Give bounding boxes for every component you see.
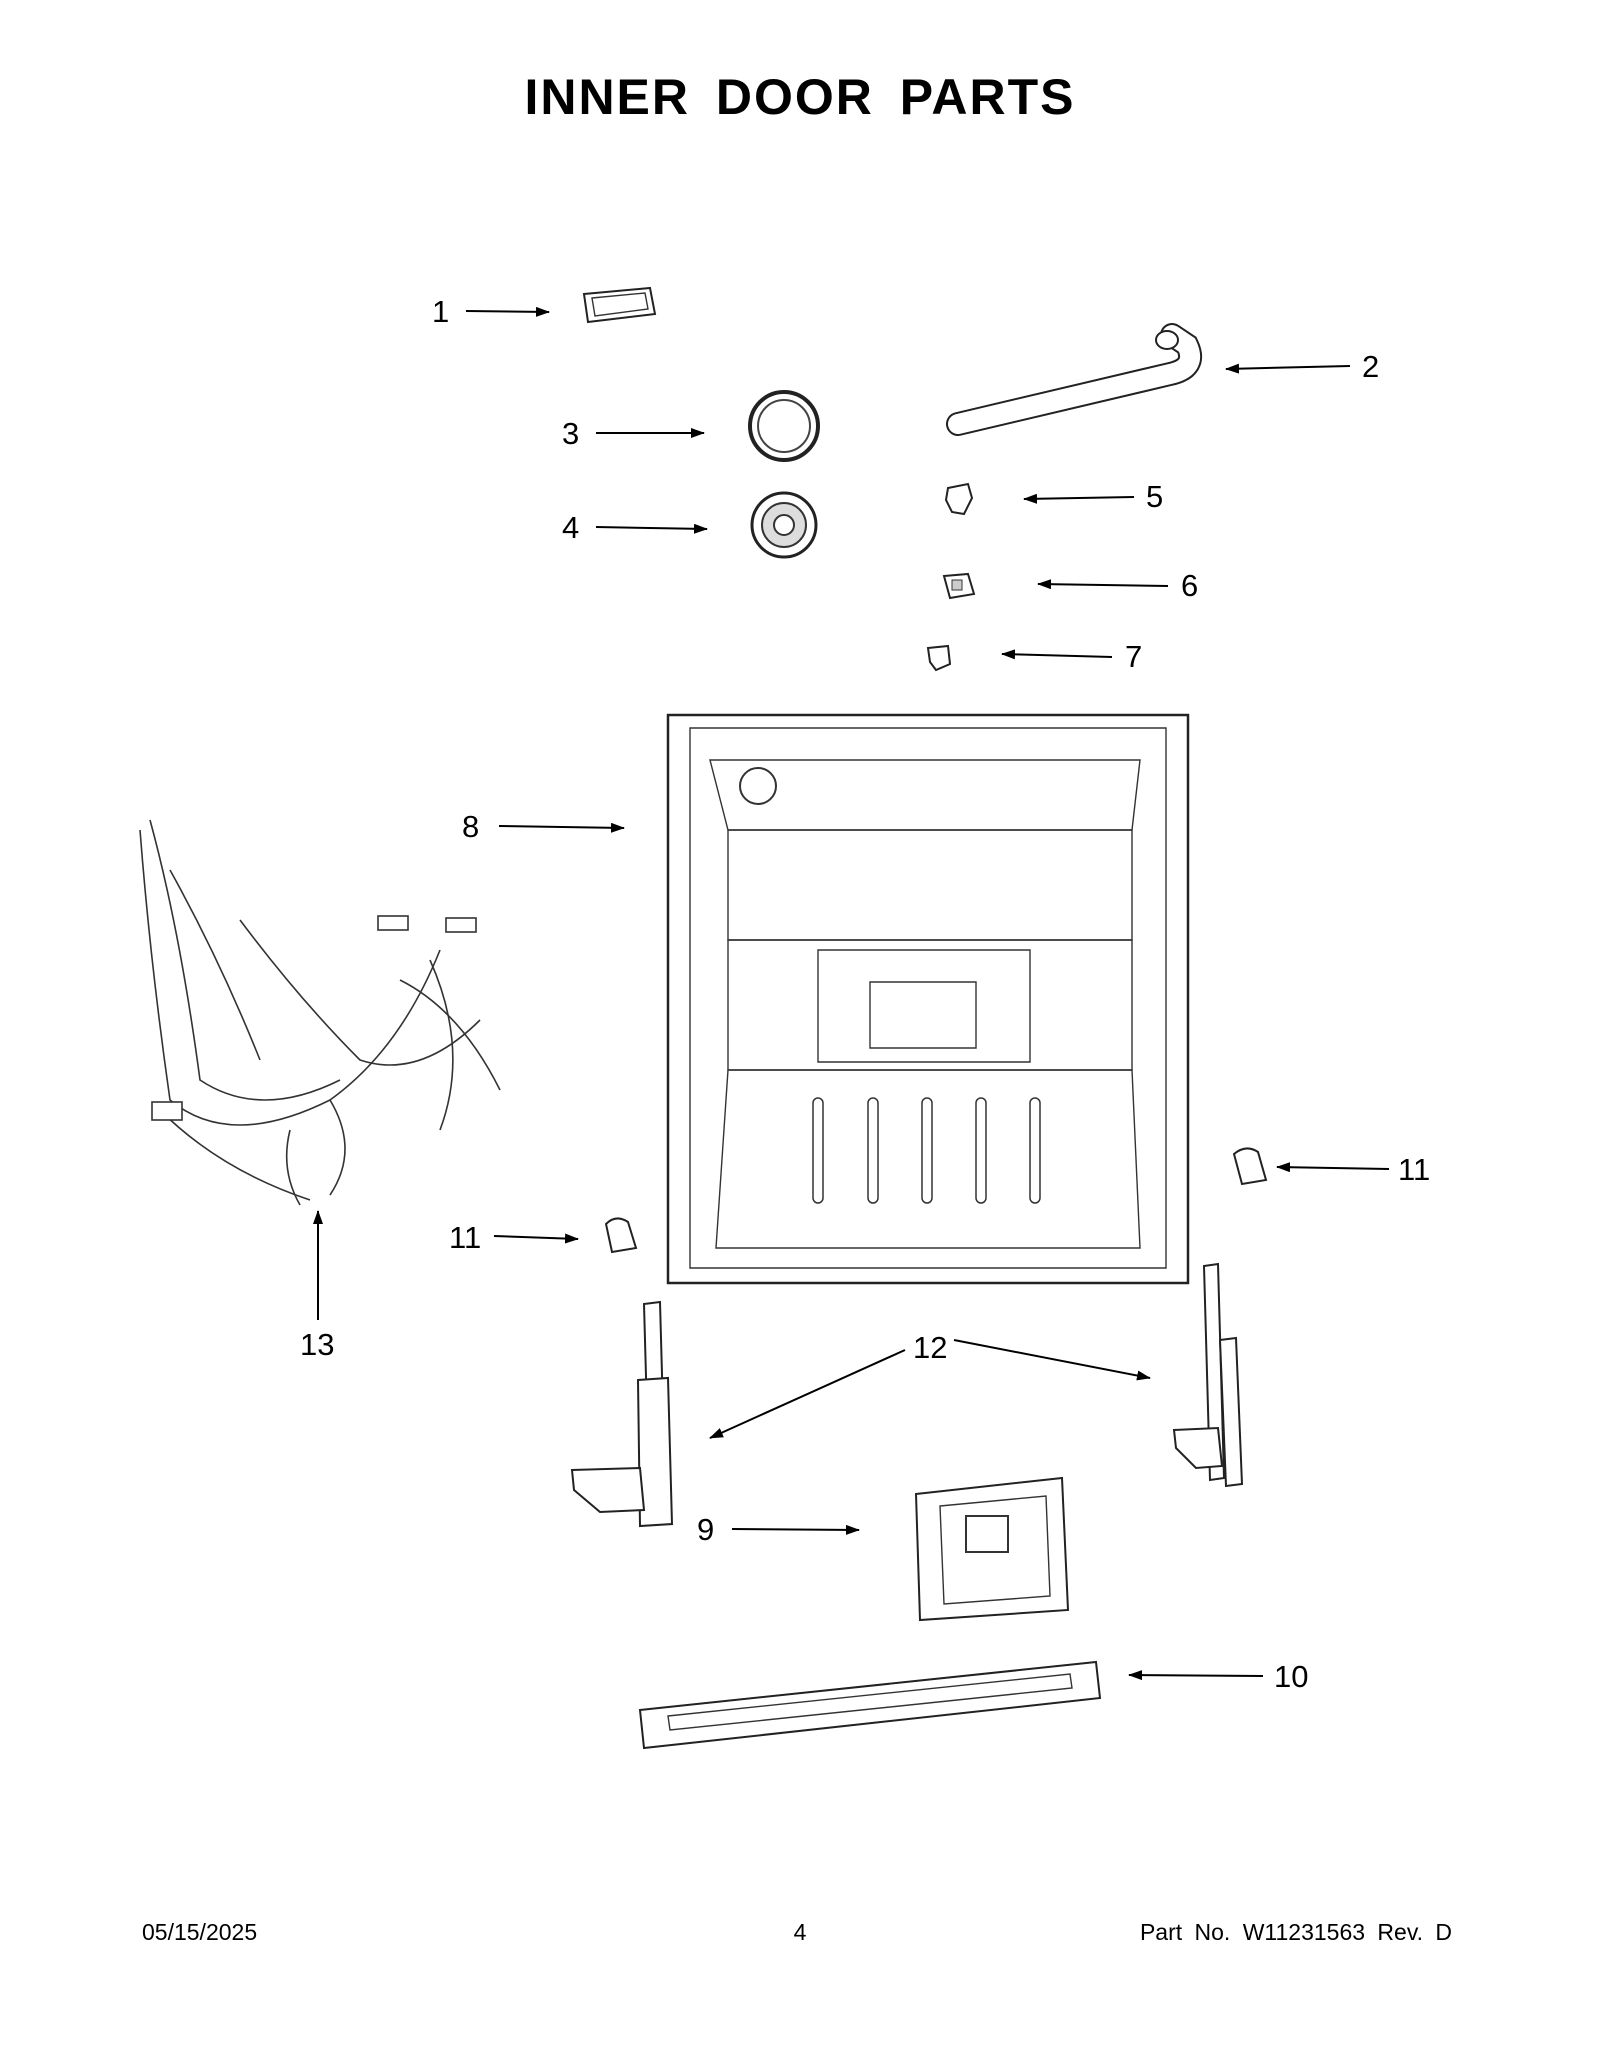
part-4-cap — [750, 491, 818, 559]
callout-4: 4 — [562, 510, 579, 545]
part-11-hinge-cap-left — [604, 1217, 638, 1254]
part-3-ring-seal — [748, 390, 820, 462]
part-2-vent-tube — [946, 323, 1203, 436]
callout-2: 2 — [1362, 349, 1379, 384]
page-title: INNER DOOR PARTS — [524, 69, 1076, 125]
callout-10: 10 — [1274, 1659, 1308, 1694]
footer-part-number: Part No. W11231563 Rev. D — [1139, 1919, 1452, 1945]
callout-1: 1 — [432, 294, 449, 329]
part-12-hinge-left — [570, 1300, 674, 1528]
callout-5: 5 — [1146, 479, 1163, 514]
part-13-wire-harness — [139, 819, 501, 1206]
callout-11-left: 11 — [449, 1220, 481, 1255]
callout-6: 6 — [1181, 568, 1198, 603]
part-8-inner-door — [666, 713, 1190, 1285]
callout-11-right: 11 — [1398, 1152, 1430, 1187]
part-12-hinge-right — [1172, 1262, 1244, 1488]
footer-date: 05/15/2025 — [142, 1919, 258, 1945]
callout-9: 9 — [697, 1512, 714, 1547]
footer-page-number: 4 — [793, 1919, 807, 1945]
leader-arrows — [313, 306, 1390, 1681]
part-7-clip — [926, 644, 952, 672]
part-11-hinge-cap-right — [1232, 1147, 1268, 1186]
part-9-dispenser — [914, 1476, 1070, 1622]
callout-3: 3 — [562, 416, 579, 451]
part-5-clip — [944, 482, 974, 516]
callout-12: 12 — [913, 1330, 947, 1365]
part-1-badge — [582, 286, 657, 324]
callout-7: 7 — [1125, 639, 1142, 674]
callout-13: 13 — [300, 1327, 334, 1362]
part-6-clip — [942, 572, 976, 600]
callout-8: 8 — [462, 809, 479, 844]
part-10-bracket — [638, 1660, 1102, 1750]
